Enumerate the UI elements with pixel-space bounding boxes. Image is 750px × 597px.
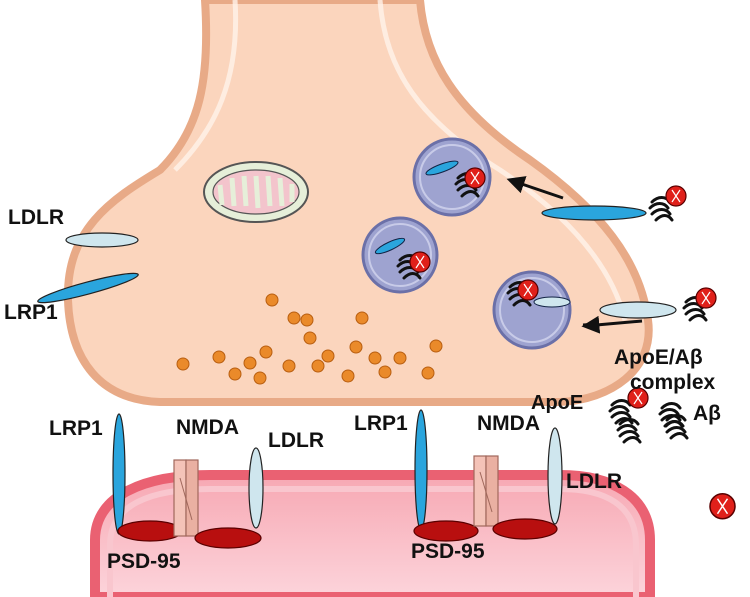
abeta-molecule	[658, 402, 689, 440]
apoe-abeta-complex-2	[682, 287, 717, 322]
label-lrp1-postsynaptic-left: LRP1	[49, 417, 103, 440]
postsynaptic-membrane	[90, 470, 655, 597]
endocytosis-arrow-2b	[581, 315, 643, 334]
psd95-right-2	[492, 518, 558, 540]
label-ldlr-postsynaptic-right: LDLR	[566, 470, 622, 493]
lrp1-receptor-postsynaptic-right	[414, 409, 428, 531]
psd95-left-1	[117, 520, 183, 542]
apoe-molecule	[709, 493, 736, 520]
endosome-3	[492, 270, 572, 350]
label-complex-line2: complex	[630, 371, 716, 394]
synaptic-vesicles	[176, 293, 443, 385]
mitochondrion	[203, 161, 309, 223]
label-apoe: ApoE	[531, 392, 584, 414]
nmda-receptor-right	[473, 455, 499, 527]
label-complex-line1: ApoE/Aβ	[614, 346, 703, 369]
ldlr-receptor-presynaptic	[65, 232, 139, 248]
ldlr-receptor-postsynaptic-right	[547, 427, 563, 525]
label-ldlr-presynaptic: LDLR	[8, 206, 64, 229]
label-ldlr-postsynaptic-left: LDLR	[268, 429, 324, 452]
label-psd95-left: PSD-95	[107, 550, 181, 573]
lrp1-receptor-postsynaptic-left	[112, 413, 126, 535]
label-nmda-left: NMDA	[176, 416, 239, 439]
endosome-1	[412, 137, 492, 217]
endocytosis-arrow-1	[506, 176, 564, 200]
psd95-left-2	[194, 527, 262, 549]
postsynaptic-cluster-left	[112, 413, 264, 549]
postsynaptic-cluster-right	[413, 409, 563, 542]
apoe-abeta-complex-1	[648, 185, 687, 222]
ldlr-receptor-postsynaptic-left	[248, 447, 264, 529]
endosome-2	[361, 216, 439, 294]
label-psd95-right: PSD-95	[411, 540, 485, 563]
ldlr-receptor-surface	[599, 301, 677, 319]
lrp1-receptor-presynaptic	[37, 272, 139, 304]
apoe-abeta-complex-3	[608, 387, 649, 444]
lrp1-receptor-surface	[541, 205, 647, 221]
nmda-receptor-left	[173, 459, 199, 537]
label-abeta: Aβ	[693, 402, 721, 425]
label-lrp1-presynaptic: LRP1	[4, 301, 58, 324]
label-lrp1-postsynaptic-right: LRP1	[354, 412, 408, 435]
psd95-right-1	[413, 520, 479, 542]
label-nmda-right: NMDA	[477, 412, 540, 435]
